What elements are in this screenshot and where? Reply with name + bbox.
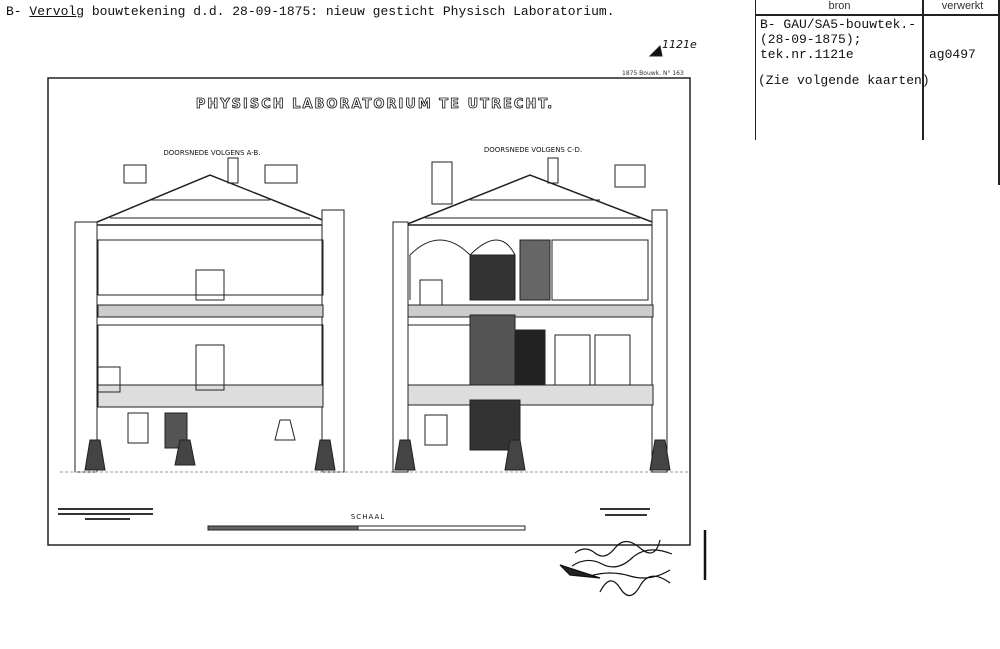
column-header-bron: bron — [828, 0, 851, 12]
column-divider — [922, 0, 924, 140]
source-line: (28-09-1875); — [760, 32, 862, 47]
section-cd-label: DOORSNEDE VOLGENS C-D. — [484, 146, 582, 154]
section-cd-drawing — [392, 157, 671, 473]
source-card: bron verwerkt B- GAU/SA5-bouwtek.-(28-09… — [755, 0, 1000, 185]
record-header: B- Vervolg bouwtekening d.d. 28-09-1875:… — [6, 4, 615, 19]
bottom-notes — [58, 508, 650, 520]
processed-code: ag0497 — [929, 47, 976, 62]
header-divider — [756, 14, 1000, 16]
header-link-vervolg[interactable]: Vervolg — [29, 4, 85, 19]
header-prefix: B- — [6, 4, 30, 19]
top-right-note: 1875 Bouwk. N° 163 — [622, 70, 684, 77]
section-ab-label: DOORSNEDE VOLGENS A-B. — [163, 149, 260, 157]
handwritten-signature — [559, 530, 707, 597]
drawing-frame — [47, 77, 691, 546]
source-reference: B- GAU/SA5-bouwtek.-(28-09-1875);tek.nr.… — [760, 17, 916, 62]
card-right-border — [998, 0, 1000, 185]
column-header-verwerkt: verwerkt — [941, 0, 984, 12]
header-text: bouwtekening d.d. 28-09-1875: nieuw gest… — [84, 4, 615, 19]
source-line: B- GAU/SA5-bouwtek.- — [760, 17, 917, 32]
see-next-cards-note: (Zie volgende kaarten) — [758, 73, 930, 88]
section-ab-drawing — [60, 157, 690, 473]
source-line: tek.nr.1121e — [760, 47, 854, 62]
drawing-number: 1121e — [662, 38, 697, 51]
scale-bar — [207, 525, 526, 531]
scale-label: SCHAAL — [351, 513, 385, 521]
drawing-title: PHYSISCH LABORATORIUM TE UTRECHT. — [196, 97, 554, 112]
